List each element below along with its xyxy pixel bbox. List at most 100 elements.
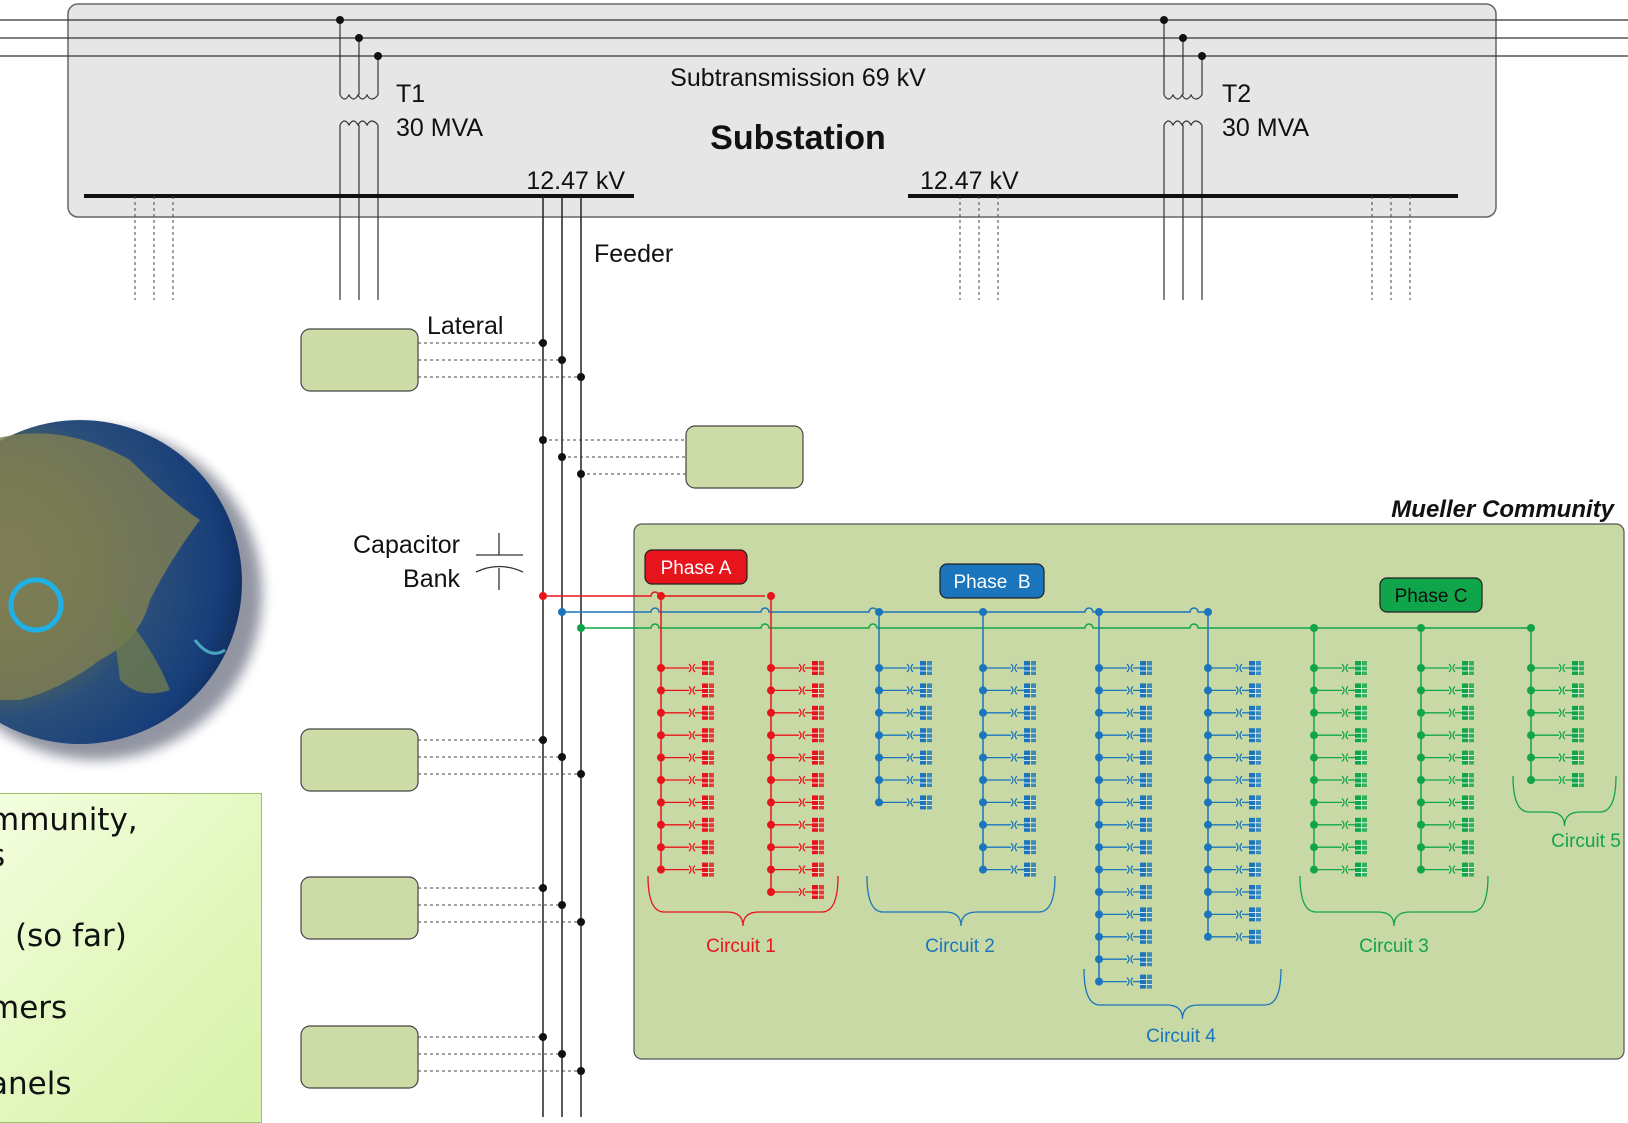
phase-b-badge: Phase B (940, 564, 1044, 598)
house-icon (1572, 751, 1578, 765)
house-icon (702, 795, 708, 809)
capacitor-icon (476, 533, 523, 590)
house-icon (1462, 795, 1468, 809)
house-icon (1140, 773, 1146, 787)
house-icon (1140, 930, 1146, 944)
house-icon (1462, 706, 1468, 720)
bus-voltage-right: 12.47 kV (920, 167, 1019, 195)
load-block-4 (301, 877, 418, 939)
house-icon (1355, 773, 1361, 787)
circuit-2-label: Circuit 2 (925, 936, 995, 957)
house-icon (1249, 930, 1255, 944)
house-icon (1140, 751, 1146, 765)
house-icon (1355, 863, 1361, 877)
house-icon (1140, 975, 1146, 989)
info-line-2: s (0, 838, 5, 874)
house-icon (1462, 661, 1468, 675)
svg-text:Phase C: Phase C (1395, 586, 1468, 607)
t1-rating: 30 MVA (396, 114, 483, 142)
house-icon (1355, 840, 1361, 854)
house-icon (1140, 840, 1146, 854)
house-icon (1462, 751, 1468, 765)
circuit-3-label: Circuit 3 (1359, 936, 1429, 957)
house-icon (1249, 706, 1255, 720)
house-icon (1355, 795, 1361, 809)
house-icon (812, 840, 818, 854)
house-icon (1140, 907, 1146, 921)
house-icon (920, 706, 926, 720)
house-icon (920, 795, 926, 809)
house-icon (1140, 661, 1146, 675)
house-icon (812, 773, 818, 787)
house-icon (702, 773, 708, 787)
bus-voltage-left: 12.47 kV (526, 167, 625, 195)
house-icon (702, 706, 708, 720)
house-icon (1462, 818, 1468, 832)
t2-rating: 30 MVA (1222, 114, 1309, 142)
feeder-lines (543, 196, 581, 1117)
house-icon (1572, 706, 1578, 720)
house-icon (812, 751, 818, 765)
lateral-label: Lateral (427, 312, 503, 340)
community-title: Mueller Community (1391, 496, 1615, 523)
house-icon (1572, 661, 1578, 675)
house-icon (1140, 885, 1146, 899)
load-block-1 (301, 329, 418, 391)
phase-tap-node (539, 592, 547, 600)
house-icon (1249, 818, 1255, 832)
house-icon (812, 728, 818, 742)
house-icon (920, 683, 926, 697)
info-line-1: mmunity, (0, 802, 138, 838)
t1-name: T1 (396, 80, 425, 108)
house-icon (1249, 661, 1255, 675)
house-icon (1249, 863, 1255, 877)
capacitor-label-2: Bank (403, 565, 460, 593)
house-icon (1572, 773, 1578, 787)
feeder-label: Feeder (594, 240, 673, 268)
house-icon (1024, 773, 1030, 787)
house-icon (1024, 706, 1030, 720)
house-icon (1140, 863, 1146, 877)
info-panel: mmunity, s (so far) mers anels (0, 793, 262, 1123)
house-icon (1024, 751, 1030, 765)
house-icon (812, 863, 818, 877)
house-icon (702, 751, 708, 765)
house-icon (812, 683, 818, 697)
subtransmission-label: Subtransmission 69 kV (670, 64, 926, 92)
house-icon (1249, 728, 1255, 742)
house-icon (1140, 706, 1146, 720)
capacitor-label-1: Capacitor (353, 531, 460, 559)
circuit-4-label: Circuit 4 (1146, 1026, 1216, 1047)
house-icon (1024, 840, 1030, 854)
house-icon (1355, 818, 1361, 832)
phase-tap-node (558, 608, 566, 616)
house-icon (1572, 728, 1578, 742)
house-icon (1024, 863, 1030, 877)
house-icon (1249, 907, 1255, 921)
house-icon (920, 751, 926, 765)
house-icon (1140, 683, 1146, 697)
house-icon (920, 773, 926, 787)
house-icon (702, 661, 708, 675)
info-line-3: (so far) (15, 918, 127, 954)
load-block-5 (301, 1026, 418, 1088)
house-icon (1140, 952, 1146, 966)
house-icon (1140, 818, 1146, 832)
house-icon (812, 795, 818, 809)
house-icon (702, 728, 708, 742)
house-icon (1024, 818, 1030, 832)
house-icon (702, 863, 708, 877)
house-icon (1249, 773, 1255, 787)
svg-text:Phase B: Phase B (953, 572, 1030, 593)
house-icon (1024, 661, 1030, 675)
house-icon (1249, 683, 1255, 697)
house-icon (1462, 728, 1468, 742)
house-icon (1024, 795, 1030, 809)
house-icon (1249, 751, 1255, 765)
house-icon (1462, 773, 1468, 787)
house-icon (812, 706, 818, 720)
house-icon (920, 661, 926, 675)
house-icon (702, 840, 708, 854)
house-icon (702, 818, 708, 832)
house-icon (1572, 683, 1578, 697)
